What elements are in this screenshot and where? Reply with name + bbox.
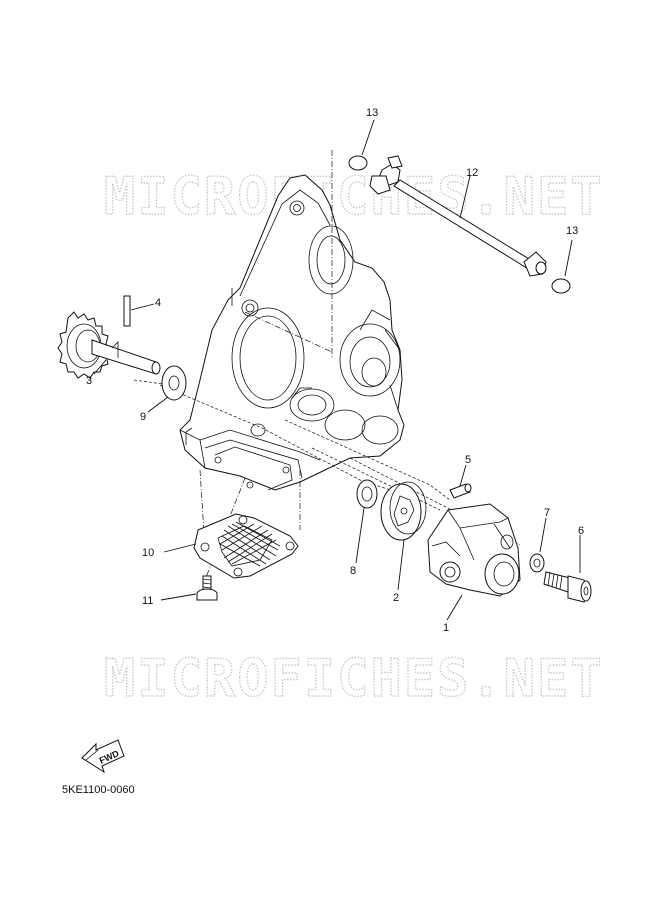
part-11-screw [196, 575, 218, 601]
part-12-oil-pipe [369, 155, 547, 277]
callout-1: 1 [443, 622, 449, 634]
callout-13-top: 13 [366, 107, 378, 119]
callout-6: 6 [578, 525, 584, 537]
part-13-o-ring-top [348, 155, 368, 171]
fwd-arrow-icon: FWD [81, 739, 125, 774]
part-4-pin [123, 295, 131, 327]
reference-code: 5KE1100-0060 [62, 784, 135, 796]
part-7-washer [529, 553, 545, 573]
callout-5: 5 [465, 454, 471, 466]
part-3-pump-drive-gear [57, 311, 161, 379]
part-2-pump-rotor [380, 481, 427, 541]
part-13-o-ring-right [551, 278, 571, 294]
callout-8: 8 [350, 565, 356, 577]
callout-3: 3 [86, 375, 92, 387]
watermark-top: MICROFICHES.NET [104, 167, 604, 227]
part-6-bolt [543, 571, 592, 603]
callout-10: 10 [142, 547, 154, 559]
callout-2: 2 [393, 592, 399, 604]
callout-12: 12 [466, 167, 478, 179]
leader-lines [93, 119, 581, 621]
watermark-bottom: MICROFICHES.NET [104, 649, 604, 709]
callout-7: 7 [544, 507, 550, 519]
callout-4: 4 [155, 297, 161, 309]
part-1-oil-pump-housing [427, 503, 521, 597]
part-5-dowel-pin [449, 483, 472, 499]
part-8-washer [356, 479, 378, 509]
callout-13-right: 13 [566, 225, 578, 237]
part-9-washer [161, 365, 187, 401]
part-10-strainer-gasket [193, 513, 299, 579]
callout-9: 9 [140, 411, 146, 423]
crankcase-housing [179, 174, 405, 491]
callout-11: 11 [142, 595, 153, 607]
